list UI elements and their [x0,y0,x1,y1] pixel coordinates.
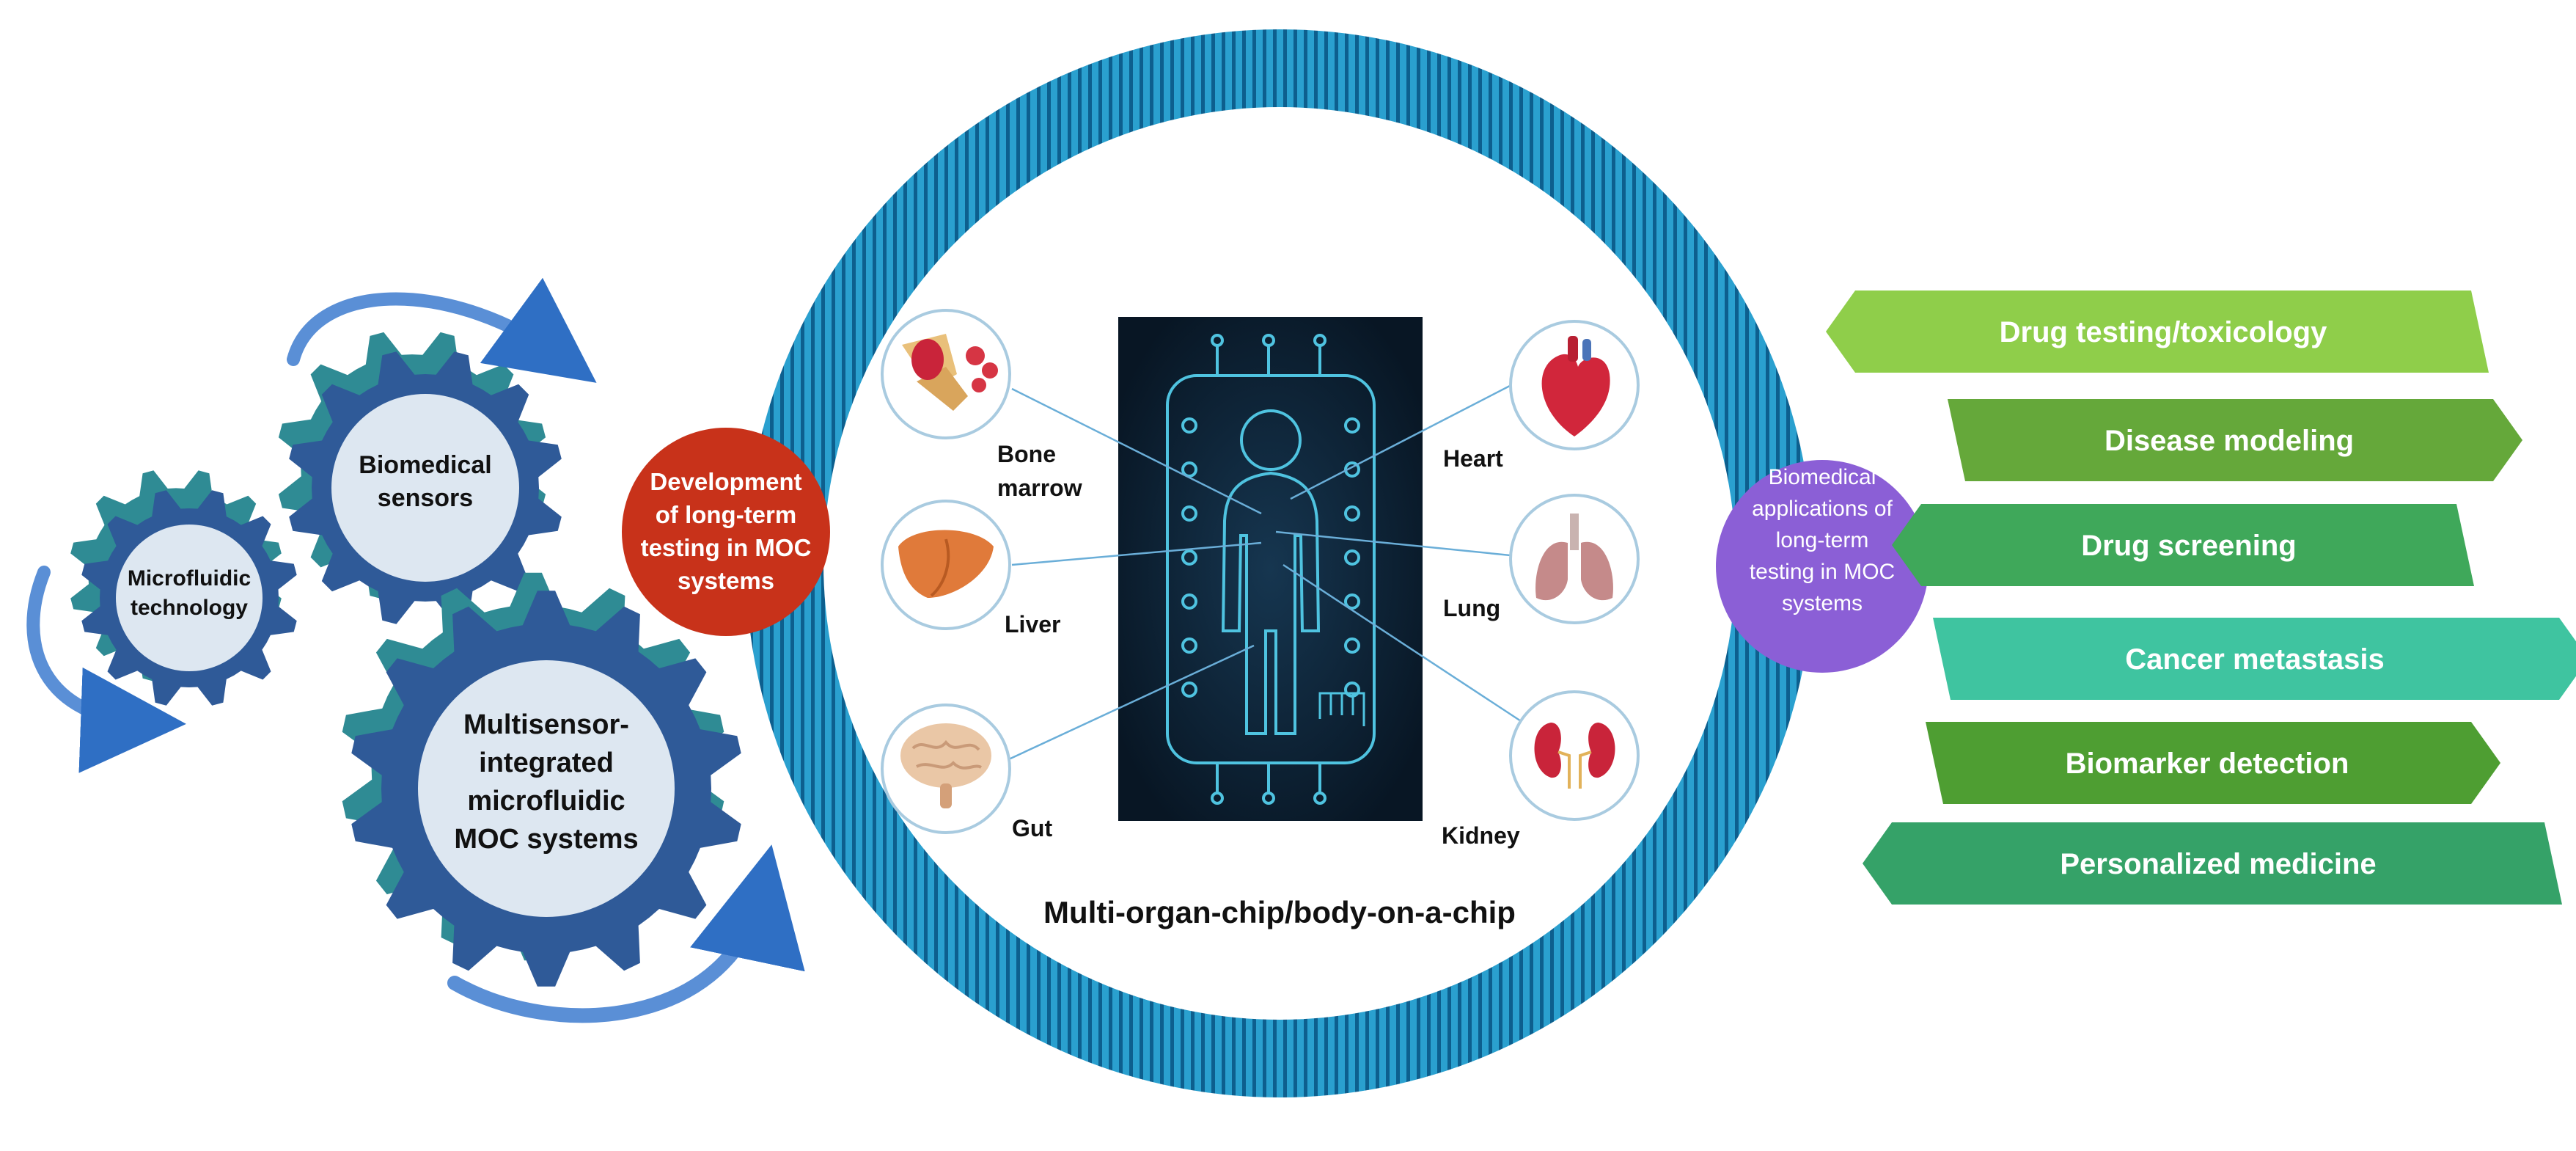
development-bubble: Development of long-term testing in MOC … [622,428,830,636]
multisensor-line1: Multisensor- [463,709,629,740]
application-banner-shape [1933,618,2576,700]
gear-multisensor [342,572,741,987]
development-line1: Development [650,468,801,495]
application-banner-shape [1926,722,2500,804]
development-line2: of long-term [656,501,796,528]
arrow-bottom [447,844,805,1023]
application-banner-shape [1826,291,2489,373]
gear-multisensor-label: Multisensor- integrated microfluidic MOC… [454,709,638,855]
bone-marrow-organ: Bone marrow [881,309,1082,501]
gears-group [70,332,741,987]
development-line3: testing in MOC [641,534,812,561]
arrow-left [26,566,186,773]
multisensor-line3: microfluidic [467,786,625,816]
applications-line2: applications of [1752,497,1893,521]
application-banner-shape [1948,399,2522,481]
bone-marrow-icon [902,334,998,411]
gear-microfluidic-label: Microfluidic technology [128,566,251,620]
application-banner: Cancer metastasis [1933,618,2576,700]
application-banner-shape [1863,822,2562,905]
application-banner-label: Cancer metastasis [2125,643,2385,676]
heart-icon [1541,336,1610,436]
center-caption: Multi-organ-chip/body-on-a-chip [1043,895,1516,929]
lung-icon [1535,514,1613,601]
liver-icon [898,530,994,598]
gear-sensors-label: Biomedical sensors [359,451,491,512]
gear-microfluidic [70,470,297,706]
gear-microfluidic-face [116,525,263,671]
application-banner-label: Biomarker detection [2066,748,2349,780]
kidney-label: Kidney [1442,822,1520,849]
body-on-chip [1118,317,1423,821]
application-banner-label: Drug testing/toxicology [2000,316,2327,348]
lung-label: Lung [1443,595,1500,621]
gut-label: Gut [1012,815,1052,841]
figure-head [1240,409,1302,471]
multisensor-line4: MOC systems [454,824,638,855]
application-banner-label: Personalized medicine [2060,848,2376,880]
applications-line4: testing in MOC [1750,560,1895,584]
cycle-arrows [26,277,805,1023]
kidney-icon [1534,723,1615,789]
bone-label-line2: marrow [997,475,1082,501]
gear-sensors-face [331,394,519,582]
lung-organ: Lung [1443,494,1640,624]
multisensor-line2: integrated [479,748,614,778]
chip-background [1118,317,1423,821]
chip-frame [1166,374,1376,764]
application-banner: Drug testing/toxicology [1826,291,2489,373]
heart-label: Heart [1443,445,1503,472]
sensors-line1: Biomedical [359,451,491,479]
application-banner-shape [1892,504,2474,586]
brain-icon [900,723,991,808]
development-line4: systems [678,567,774,594]
application-banner-label: Disease modeling [2105,425,2354,457]
applications-circle [1716,460,1929,673]
organ-connectors [1000,373,1541,764]
sensors-line2: sensors [378,484,473,512]
arrow-top [287,277,597,383]
applications-line3: long-term [1776,528,1869,552]
development-circle [622,428,830,636]
microfluidic-line2: technology [131,596,248,620]
gut-organ: Gut [881,704,1052,841]
liver-organ: Liver [881,500,1060,637]
liver-label: Liver [1005,611,1060,637]
applications-line5: systems [1782,591,1863,615]
figure-body [1221,471,1321,735]
application-banner: Biomarker detection [1926,722,2500,804]
microfluidic-line1: Microfluidic [128,566,251,591]
application-banner: Personalized medicine [1863,822,2562,905]
gear-sensors [278,332,562,624]
application-banner: Disease modeling [1948,399,2522,481]
gear-multisensor-face [418,660,675,917]
bone-label-line1: Bone [997,441,1056,467]
applications-bubble: Biomedical applications of long-term tes… [1716,460,1929,673]
heart-organ: Heart [1443,320,1640,472]
application-banner-label: Drug screening [2081,530,2296,562]
kidney-organ: Kidney [1442,690,1640,849]
application-banner: Drug screening [1892,504,2474,586]
applications-line1: Biomedical [1769,465,1876,489]
